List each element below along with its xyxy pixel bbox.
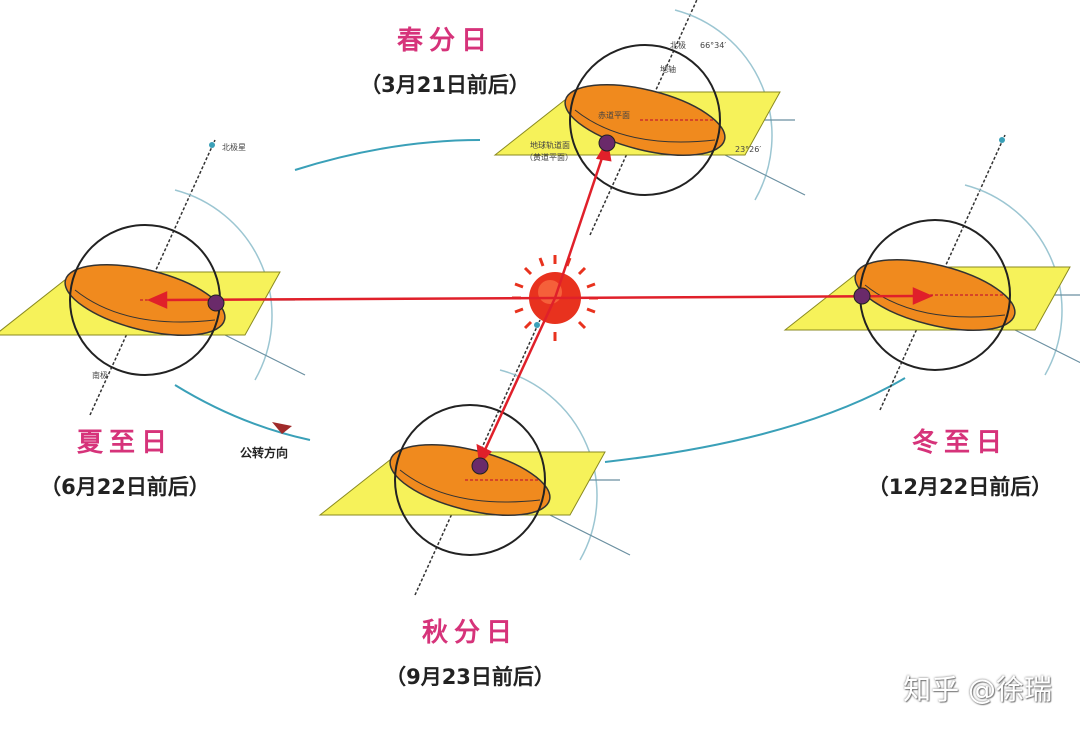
earth-summer bbox=[207, 294, 225, 312]
globe-autumn bbox=[319, 319, 631, 596]
earth-winter bbox=[853, 287, 871, 305]
globe-summer bbox=[0, 139, 306, 416]
label-north-pole: 北极 bbox=[670, 40, 686, 50]
label-ecliptic-plane: （黄道平面） bbox=[525, 152, 573, 162]
label-axis: 地轴 bbox=[660, 64, 676, 74]
season-name: 冬至日 bbox=[911, 428, 1008, 458]
ray-autumn bbox=[482, 297, 557, 453]
orbit-direction-label: 公转方向 bbox=[240, 446, 289, 460]
orbit-arc-bottom-right bbox=[604, 377, 906, 463]
season-name: 春分日 bbox=[396, 26, 493, 56]
season-autumn: 秋分日 （9月23日前后） bbox=[370, 612, 570, 691]
season-name: 秋分日 bbox=[421, 618, 518, 648]
season-name: 夏至日 bbox=[76, 428, 173, 458]
season-date: （3月21日前后） bbox=[360, 73, 530, 97]
orbit-arc-top bbox=[294, 139, 481, 171]
earth-spring bbox=[598, 134, 616, 152]
label-equator-plane: 赤道平面 bbox=[598, 110, 630, 120]
season-date: （12月22日前后） bbox=[867, 475, 1053, 499]
season-date: （6月22日前后） bbox=[40, 475, 210, 499]
label-orbit-plane: 地球轨道面 bbox=[530, 140, 570, 150]
earth-autumn bbox=[471, 457, 489, 475]
globe-winter bbox=[784, 134, 1080, 411]
orbit-arc-bottom-left bbox=[174, 384, 311, 441]
label-tilt-angle: 23°26′ bbox=[735, 145, 761, 154]
label-arctic-angle: 66°34′ bbox=[700, 41, 726, 50]
orbit-direction-arrowhead bbox=[272, 422, 292, 434]
ray-spring bbox=[553, 151, 606, 299]
label-pole-star: 北极星 bbox=[222, 142, 246, 152]
watermark: 知乎 @徐瑞 bbox=[903, 673, 1052, 706]
globe-spring bbox=[494, 0, 806, 236]
season-summer: 夏至日 （6月22日前后） bbox=[25, 422, 225, 501]
label-south-pole: 南极 bbox=[92, 370, 108, 380]
season-spring: 春分日 （3月21日前后） bbox=[360, 20, 530, 99]
season-date: （9月23日前后） bbox=[385, 665, 555, 689]
ray-summer bbox=[161, 296, 556, 302]
season-winter: 冬至日 （12月22日前后） bbox=[855, 422, 1065, 501]
